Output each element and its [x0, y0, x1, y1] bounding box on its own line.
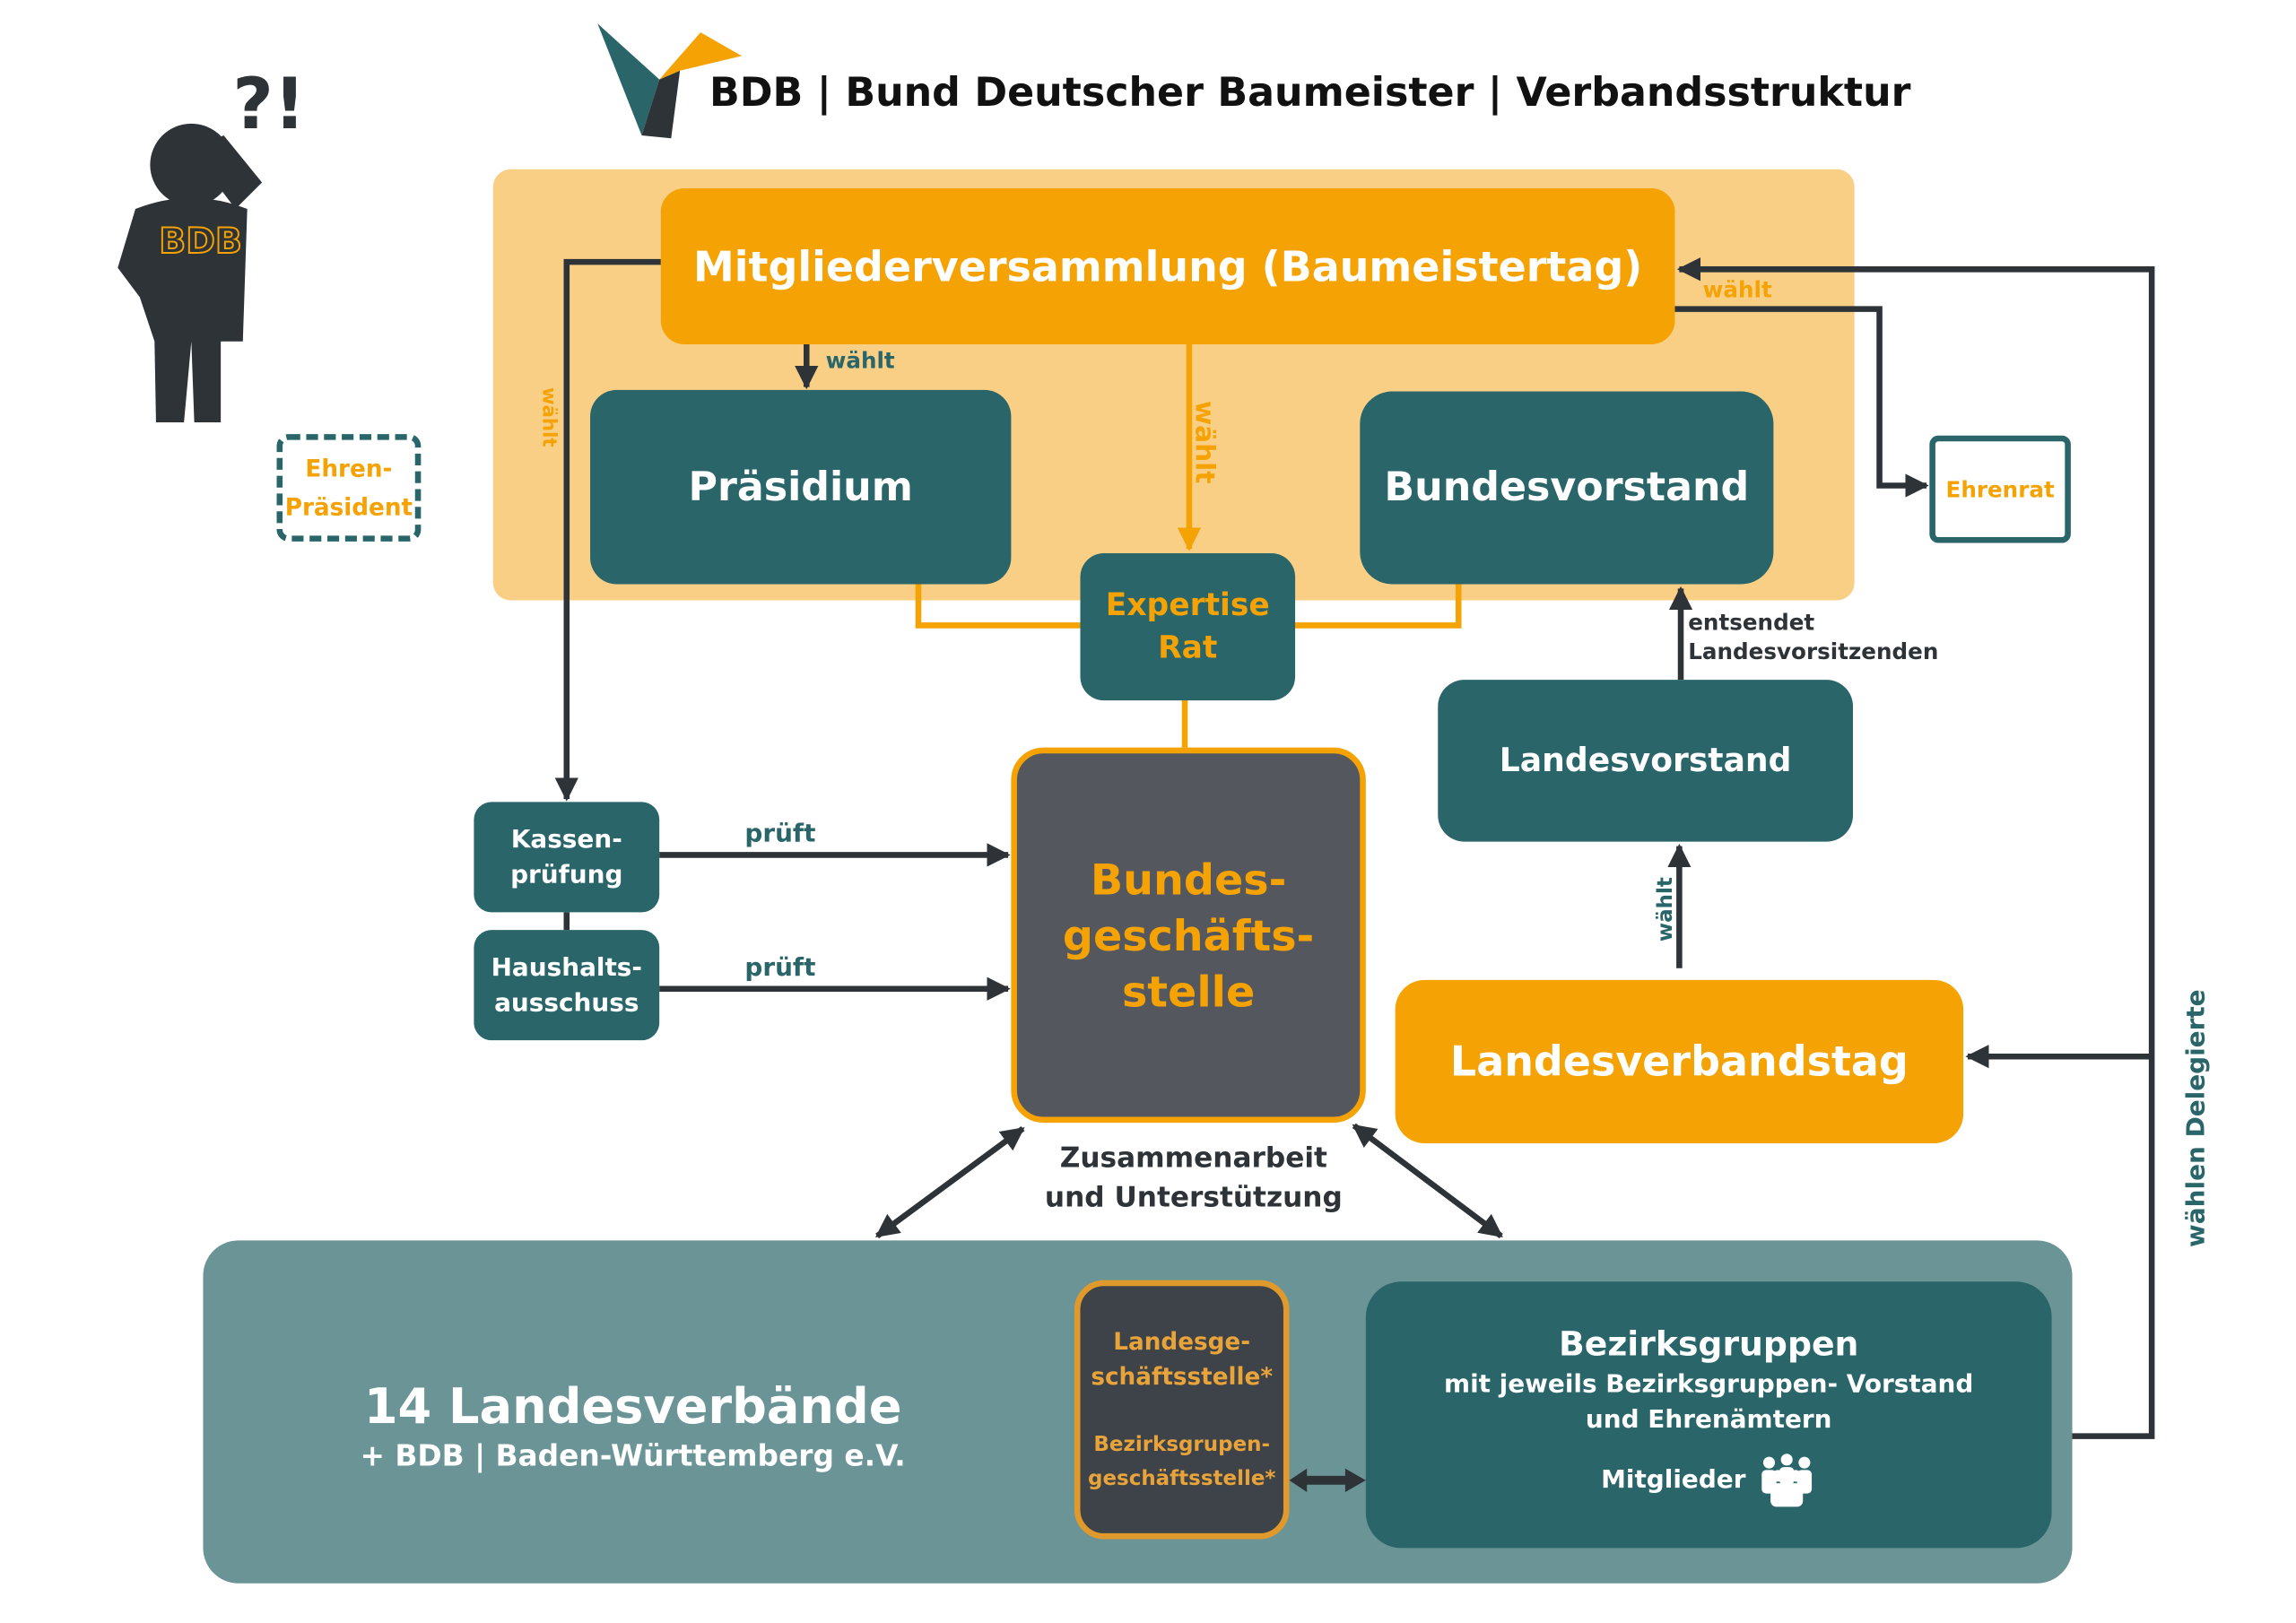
label-waehlt-praesidium: wählt: [825, 347, 895, 374]
bezirksgs-line-2: geschäftsstelle*: [1088, 1466, 1276, 1490]
landesvorstand-label: Landesvorstand: [1499, 742, 1792, 779]
label-waehlt-expertise: wählt: [1188, 400, 1220, 484]
label-zusammenarbeit-line-2: und Unterstützung: [1044, 1181, 1343, 1214]
praesidium-box[interactable]: Präsidium: [590, 389, 1012, 585]
haushaltsausschuss-box[interactable]: Haushalts- ausschuss: [474, 930, 660, 1041]
kassenpruefung-box[interactable]: Kassen- prüfung: [474, 802, 660, 913]
praesidium-label: Präsidium: [688, 464, 913, 510]
ehrenrat-label: Ehrenrat: [1945, 475, 2055, 503]
landesvorstand-box[interactable]: Landesvorstand: [1438, 680, 1854, 842]
edge-bezirksgruppen-delegates: [1676, 257, 2155, 1439]
bezirksgruppen-box[interactable]: Bezirksgruppen mit jeweils Bezirksgruppe…: [1365, 1281, 2052, 1549]
bundesvorstand-box[interactable]: Bundesvorstand: [1360, 391, 1774, 585]
bundesvorstand-label: Bundesvorstand: [1384, 464, 1750, 511]
ehrenpraesident-line-1: Ehren-: [305, 454, 393, 482]
expertise-rat-line-1: Expertise: [1105, 586, 1270, 623]
shirt-logo: BDB: [159, 221, 242, 262]
group-people-icon: [1761, 1453, 1813, 1506]
page-title: BDB | Bund Deutscher Baumeister | Verban…: [709, 70, 1911, 117]
landesverbandstag-label: Landesverbandstag: [1449, 1037, 1909, 1087]
landesverbaende-title: 14 Landesverbände: [363, 1376, 902, 1435]
expertise-rat-line-2: Rat: [1158, 629, 1218, 665]
landesverbaende-text: 14 Landesverbände + BDB | Baden-Württemb…: [294, 1376, 971, 1473]
label-waehlt-landesvorstand: wählt: [1654, 877, 1678, 942]
landesverbaende-subtitle: + BDB | Baden-Württemberg e.V.: [360, 1437, 906, 1473]
edge-bundesvorstand-expertise: [1295, 584, 1462, 629]
edge-praesidium-expertise: [915, 584, 1081, 629]
bundesgeschaeftsstelle-box[interactable]: Bundes- geschäfts- stelle: [1011, 747, 1366, 1124]
ehrenrat-box[interactable]: Ehrenrat: [1929, 435, 2071, 543]
bdb-logo-icon: [597, 23, 743, 139]
label-waehlt-kassenpruefung: wählt: [536, 386, 560, 447]
haushaltsausschuss-line-2: ausschuss: [494, 987, 639, 1018]
bgs-line-1: Bundes-: [1090, 854, 1287, 905]
bezirksgs-line-1: Bezirksgrupen-: [1093, 1432, 1271, 1456]
label-waehlen-delegierte: wählen Delegierte: [2181, 989, 2212, 1247]
bgs-line-2: geschäfts-: [1062, 909, 1315, 960]
ehrenpraesident-line-2: Präsident: [284, 491, 413, 521]
label-entsendet: entsendet Landesvorsitzenden: [1688, 608, 1938, 667]
edge-mv-to-kassenpruefung: [554, 258, 661, 802]
edge-cooperation-left: [874, 1126, 1025, 1239]
mitgliederversammlung-box[interactable]: Mitgliederversammlung (Baumeistertag): [660, 188, 1675, 344]
label-zusammenarbeit: Zusammenarbeit und Unterstützung: [1015, 1139, 1371, 1219]
bezirksgeschaeftsstelle-label: Bezirksgrupen- geschäftsstelle*: [1088, 1428, 1275, 1496]
label-entsendet-line-2: Landesvorsitzenden: [1688, 638, 1939, 665]
kassenpruefung-line-2: prüfung: [510, 860, 623, 890]
label-zusammenarbeit-line-1: Zusammenarbeit: [1059, 1141, 1327, 1175]
ehrenpraesident-box[interactable]: Ehren- Präsident: [276, 434, 422, 542]
edge-cooperation-right: [1352, 1123, 1503, 1239]
bezirksgruppen-line-1: mit jeweils Bezirksgruppen- Vorstand: [1444, 1368, 1974, 1399]
haushaltsausschuss-line-1: Haushalts-: [491, 952, 642, 983]
bezirksgruppen-line-2: und Ehrenämtern: [1585, 1404, 1832, 1435]
kassenpruefung-line-1: Kassen-: [510, 824, 622, 855]
landesverbandstag-box[interactable]: Landesverbandstag: [1395, 979, 1964, 1144]
edge-mv-to-ehrenrat: [1674, 306, 1929, 498]
landesgs-line-1: Landesge-: [1113, 1326, 1251, 1355]
bgs-line-3: stelle: [1121, 966, 1256, 1017]
double-arrow-geschaeftsstelle-bezirksgruppen: [1289, 1468, 1366, 1492]
landesgeschaeftsstelle-label: Landesge- schäftsstelle*: [1091, 1324, 1273, 1394]
label-waehlt-ehrenrat: wählt: [1702, 276, 1772, 304]
expertise-rat-box[interactable]: Expertise Rat: [1080, 553, 1296, 701]
question-exclamation-marks: ?!: [232, 63, 306, 145]
confused-person-icon: ?! BDB: [117, 63, 306, 422]
label-prueft-haushalt: prüft: [744, 953, 816, 984]
mitglieder-row: Mitglieder: [1601, 1452, 1816, 1507]
geschaeftsstellen-box[interactable]: Landesge- schäftsstelle* Bezirksgrupen- …: [1074, 1280, 1290, 1540]
label-prueft-kasse: prüft: [744, 820, 816, 849]
landesgs-line-2: schäftsstelle*: [1091, 1361, 1274, 1390]
mitgliederversammlung-label: Mitgliederversammlung (Baumeistertag): [693, 241, 1643, 291]
mitglieder-label: Mitglieder: [1601, 1464, 1746, 1495]
label-entsendet-line-1: entsendet: [1688, 609, 1815, 636]
bezirksgruppen-title: Bezirksgruppen: [1558, 1324, 1859, 1364]
